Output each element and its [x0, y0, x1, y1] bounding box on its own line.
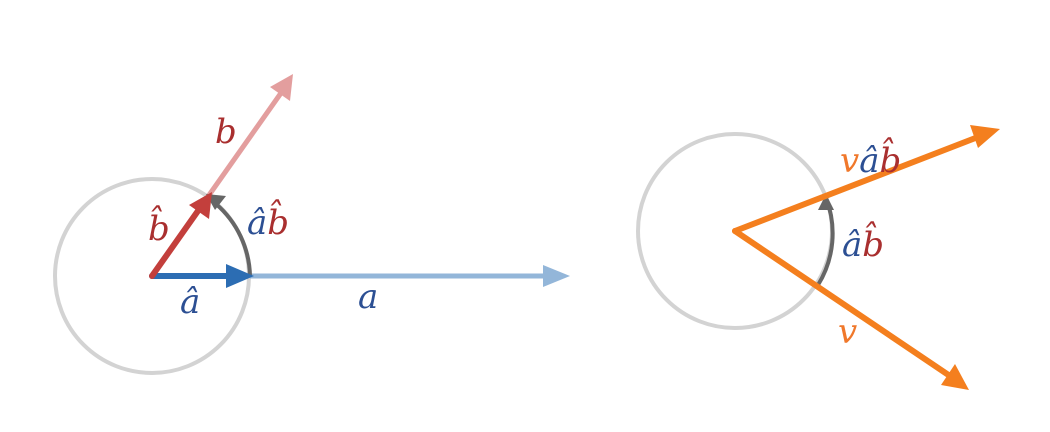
v-vector-arrowhead: [941, 364, 969, 390]
label-b-hat: b̂: [148, 206, 170, 249]
label-rotated-v: vâb̂: [840, 138, 901, 181]
label-a-hat: â: [180, 282, 200, 322]
a-vector-arrowhead: [543, 265, 570, 287]
b-vector-shaft: [204, 91, 284, 200]
label-rotor-right-b-hat: b̂: [862, 222, 884, 265]
label-b: b: [215, 112, 237, 152]
label-rotated-v-v: v: [840, 141, 859, 181]
right-figure: vâb̂ âb̂ v: [636, 125, 1000, 390]
label-rotor-left: âb̂: [247, 200, 289, 243]
rotated-v-vector-shaft: [732, 134, 981, 234]
b-vector-arrowhead: [270, 74, 293, 101]
rotor-arc-right: [816, 197, 835, 287]
label-v: v: [838, 312, 857, 352]
label-a: a: [358, 277, 378, 317]
label-rotated-v-a-hat: â: [859, 141, 879, 181]
b-hat-vector-shaft: [149, 205, 203, 279]
rotor-arc-left: [214, 202, 252, 277]
left-figure: b b̂ âb̂ â a: [53, 74, 570, 375]
a-hat-vector-arrowhead: [226, 264, 254, 288]
label-rotor-right-a-hat: â: [842, 225, 862, 265]
b-hat-vector-arrowhead: [189, 192, 212, 219]
v-vector-shaft: [732, 228, 953, 379]
label-rotor-left-a-hat: â: [247, 203, 267, 243]
rotor-arc-right-arrowhead: [818, 194, 834, 210]
label-rotated-v-b-hat: b̂: [880, 138, 902, 181]
label-rotor-left-b-hat: b̂: [267, 200, 289, 243]
rotated-v-vector-arrowhead: [970, 125, 1000, 148]
label-rotor-right: âb̂: [842, 222, 884, 265]
